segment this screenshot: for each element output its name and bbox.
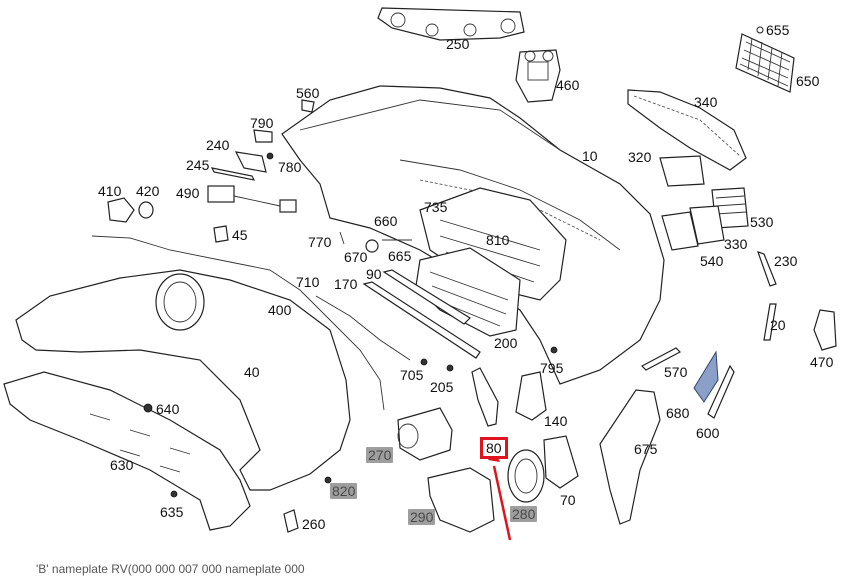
label-490[interactable]: 490: [176, 185, 200, 201]
label-330[interactable]: 330: [724, 236, 748, 252]
label-680[interactable]: 680: [666, 405, 690, 421]
part-170-strip: [362, 281, 481, 359]
part-410-sensor: [107, 197, 135, 223]
part-290-bracket: [427, 467, 495, 533]
label-70[interactable]: 70: [560, 492, 576, 508]
part-140-bracket: [515, 371, 547, 421]
part-330-bracket: [689, 205, 725, 245]
label-795[interactable]: 795: [540, 360, 564, 376]
part-710-harness: [315, 295, 411, 361]
label-200[interactable]: 200: [494, 335, 518, 351]
label-470[interactable]: 470: [810, 354, 834, 370]
part-70-ring: [543, 435, 579, 489]
label-320[interactable]: 320: [628, 149, 652, 165]
part-470-bracket: [813, 309, 837, 351]
part-240-clip: [234, 151, 267, 173]
label-10[interactable]: 10: [582, 148, 598, 164]
label-780[interactable]: 780: [278, 159, 302, 175]
label-670[interactable]: 670: [344, 249, 368, 265]
part-675-bracket: [599, 389, 661, 525]
label-790[interactable]: 790: [250, 115, 274, 131]
label-245[interactable]: 245: [186, 157, 210, 173]
part-80-trim: [471, 367, 499, 427]
label-280[interactable]: 280: [510, 506, 538, 522]
label-665[interactable]: 665: [388, 248, 412, 264]
part-90-trim: [382, 269, 471, 325]
label-810[interactable]: 810: [486, 232, 510, 248]
part-245-trim: [210, 167, 256, 181]
part-490-module: [207, 185, 297, 213]
part-630-undertray: [3, 371, 251, 531]
part-205-clip: [446, 364, 454, 372]
label-140[interactable]: 140: [544, 413, 568, 429]
label-635[interactable]: 635: [160, 504, 184, 520]
label-650[interactable]: 650: [796, 73, 820, 89]
label-400[interactable]: 400: [268, 302, 292, 318]
label-90[interactable]: 90: [366, 266, 382, 282]
label-270[interactable]: 270: [366, 447, 394, 463]
label-340[interactable]: 340: [694, 94, 718, 110]
label-640[interactable]: 640: [156, 401, 180, 417]
label-460[interactable]: 460: [556, 77, 580, 93]
label-820[interactable]: 820: [330, 483, 358, 499]
label-260[interactable]: 260: [302, 516, 326, 532]
label-80[interactable]: 80: [480, 437, 508, 459]
part-655-screw: [756, 26, 764, 34]
part-780-fastener: [266, 152, 274, 160]
part-705-clip: [420, 358, 428, 366]
label-735[interactable]: 735: [424, 199, 448, 215]
part-560-clip: [301, 99, 315, 113]
part-260-clip: [283, 509, 299, 533]
label-45[interactable]: 45: [232, 227, 248, 243]
part-790-clip: [253, 129, 273, 143]
label-540[interactable]: 540: [700, 253, 724, 269]
label-240[interactable]: 240: [206, 137, 230, 153]
label-675[interactable]: 675: [634, 441, 658, 457]
part-670-washer: [365, 239, 379, 253]
label-655[interactable]: 655: [766, 22, 790, 38]
part-400-harness: [91, 235, 385, 411]
part-820-screw: [324, 476, 332, 484]
part-320-module: [659, 155, 705, 187]
part-270-pump: [397, 407, 453, 461]
label-770[interactable]: 770: [308, 234, 332, 250]
label-560[interactable]: 560: [296, 85, 320, 101]
part-460-housing: [515, 49, 561, 103]
part-230-trim: [757, 251, 777, 287]
label-570[interactable]: 570: [664, 364, 688, 380]
label-600[interactable]: 600: [696, 425, 720, 441]
label-205[interactable]: 205: [430, 379, 454, 395]
label-710[interactable]: 710: [296, 274, 320, 290]
label-660[interactable]: 660: [374, 213, 398, 229]
part-280-ring: [507, 449, 545, 503]
label-410[interactable]: 410: [98, 183, 122, 199]
part-40-diffuser: [15, 269, 351, 491]
label-20[interactable]: 20: [770, 317, 786, 333]
part-570-trim: [641, 347, 681, 371]
label-630[interactable]: 630: [110, 457, 134, 473]
footer-caption: 'B' nameplate RV(000 000 007 000 namepla…: [36, 562, 305, 576]
part-795-screw: [550, 346, 558, 354]
part-45-sensor: [213, 225, 229, 243]
part-420-ring: [138, 201, 154, 219]
label-250[interactable]: 250: [446, 36, 470, 52]
label-230[interactable]: 230: [774, 253, 798, 269]
part-680-piece: [693, 350, 719, 403]
label-530[interactable]: 530: [750, 214, 774, 230]
part-20-strip: [763, 303, 777, 341]
part-635-screw: [170, 490, 178, 498]
part-600-trim: [707, 364, 735, 419]
label-705[interactable]: 705: [400, 367, 424, 383]
label-420[interactable]: 420: [136, 183, 160, 199]
part-250-bracket: [377, 7, 525, 41]
part-340-strip: [627, 89, 747, 171]
label-290[interactable]: 290: [408, 509, 436, 525]
part-640-nut: [143, 403, 153, 413]
label-170[interactable]: 170: [334, 276, 358, 292]
label-40[interactable]: 40: [244, 364, 260, 380]
part-770-bolt: [339, 231, 345, 245]
part-540-bracket: [661, 211, 699, 251]
